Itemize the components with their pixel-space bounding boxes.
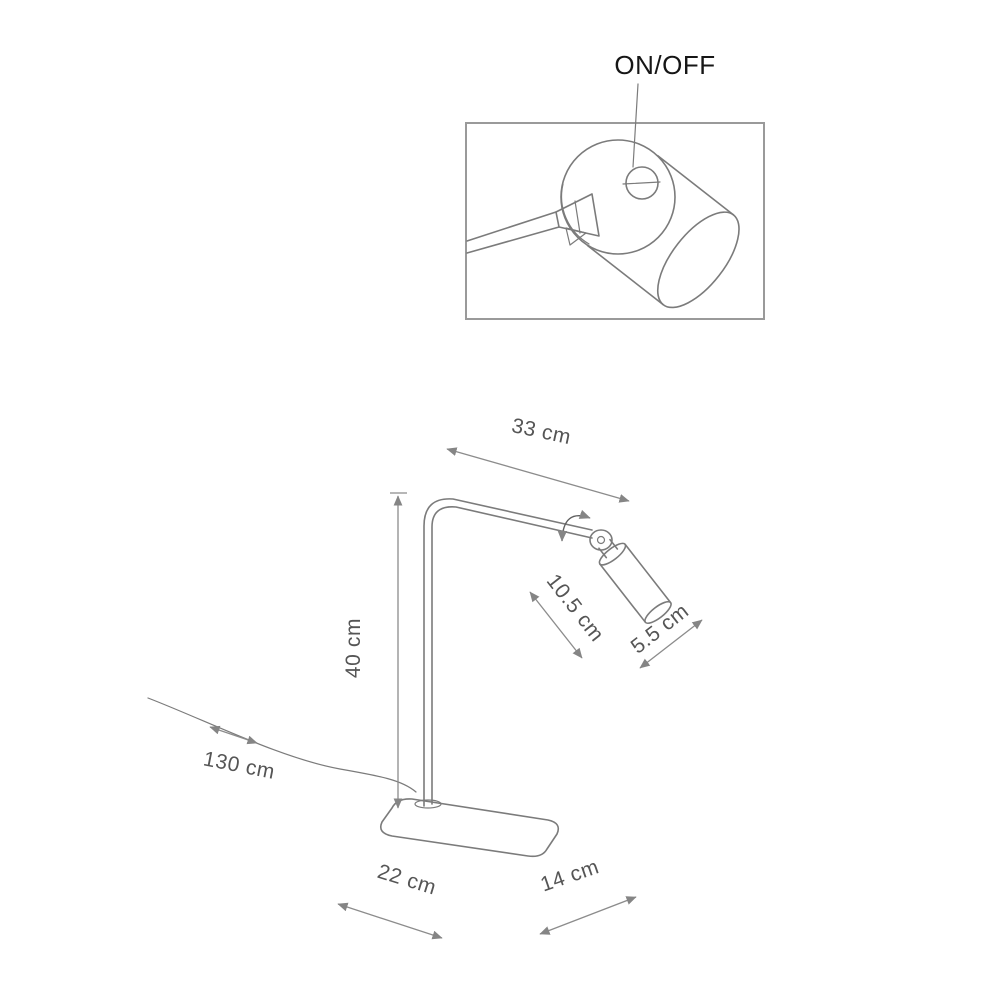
dim-label-base-depth: 14 cm xyxy=(538,855,602,896)
dim-label-base-length: 22 cm xyxy=(375,860,439,900)
onoff-detail-inset xyxy=(465,83,765,320)
switch-knob xyxy=(625,166,659,200)
dim-label-cable-length: 130 cm xyxy=(201,747,277,783)
lamp-base xyxy=(379,798,560,858)
shade-top-cap xyxy=(598,542,627,566)
lamp-post-outer xyxy=(423,498,593,807)
lamp-post-inner xyxy=(431,506,593,805)
dim-label-shade-diameter: 5.5 cm xyxy=(627,599,694,658)
dimension-annotations: 33 cm 40 cm 10.5 cm 5.5 cm 130 cm 22 cm … xyxy=(201,414,703,940)
inset-arm-lower-line xyxy=(466,226,560,254)
inset-holder-fold-line xyxy=(574,200,581,234)
inset-frame xyxy=(465,122,765,320)
power-cable xyxy=(147,697,417,793)
dim-line-base-length xyxy=(337,902,443,940)
head-pivot xyxy=(589,529,613,551)
inset-arm-upper-line xyxy=(466,211,557,242)
inset-holder-bracket xyxy=(555,193,600,237)
dim-line-shade-diameter xyxy=(639,619,703,669)
lamp-drawing xyxy=(147,498,672,858)
dim-line-shade-length xyxy=(529,591,583,659)
dim-line-arm-length xyxy=(446,447,630,503)
dim-label-arm-length: 33 cm xyxy=(510,414,574,449)
inset-head-rim xyxy=(560,183,590,245)
dim-line-cable-length xyxy=(209,725,258,745)
dim-label-shade-length: 10.5 cm xyxy=(542,570,609,646)
inset-shade-cylinder xyxy=(586,154,740,309)
shade-right-edge xyxy=(624,543,672,604)
inset-shade-top-edge xyxy=(657,154,735,216)
inset-shade-bottom-edge xyxy=(586,244,665,306)
inset-shade-end-cap xyxy=(656,211,740,309)
tilt-arrow xyxy=(557,509,591,542)
dim-label-stand-height: 40 cm xyxy=(342,618,365,678)
head-neck-right xyxy=(609,538,619,550)
head-neck-left xyxy=(598,547,608,559)
shade-left-edge xyxy=(599,563,647,624)
inset-holder-detail xyxy=(565,227,587,246)
head-pivot-knob xyxy=(596,535,606,545)
onoff-pointer-line xyxy=(632,83,639,168)
switch-slot xyxy=(622,181,661,185)
onoff-label: ON/OFF xyxy=(614,50,715,80)
post-mount xyxy=(414,799,442,809)
dim-line-base-depth xyxy=(539,896,637,935)
